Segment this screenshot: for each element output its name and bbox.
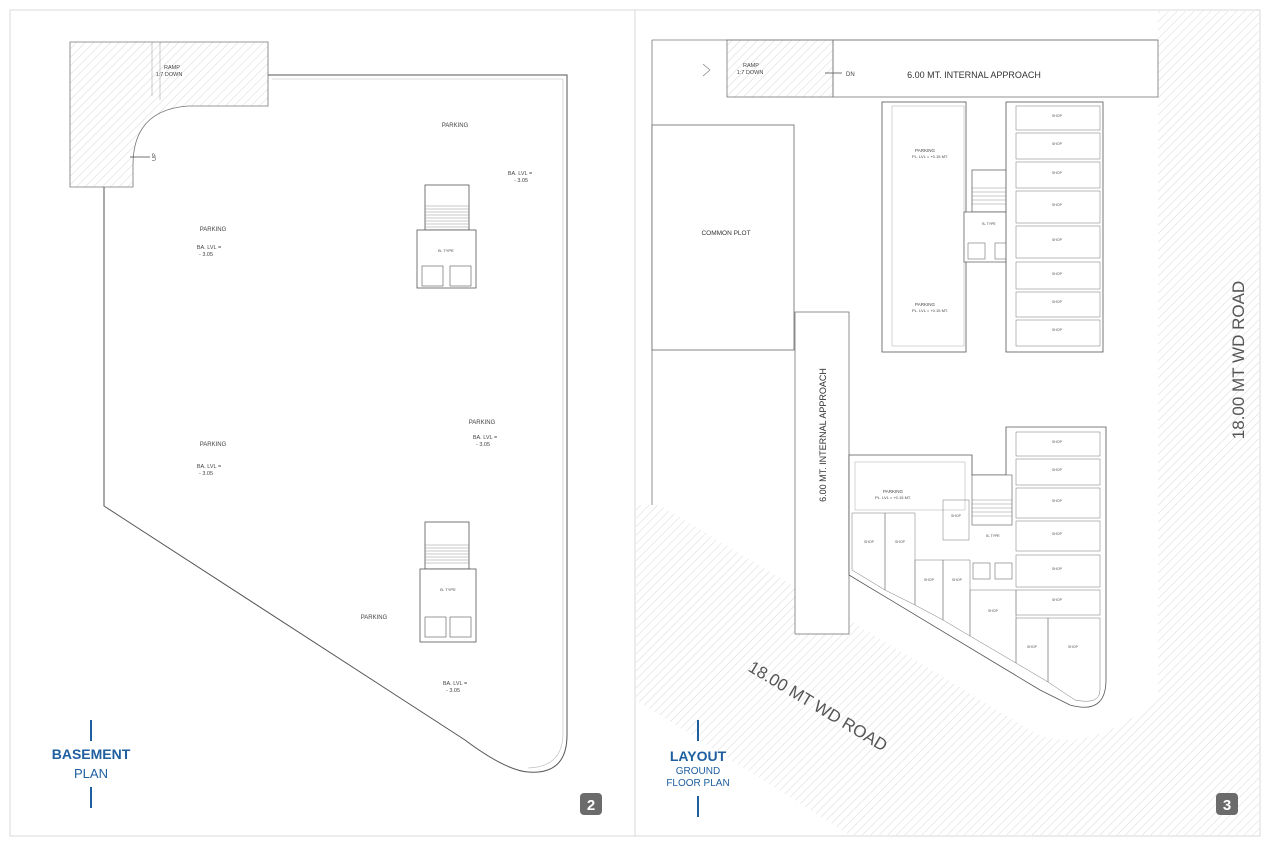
road-right-label: 18.00 MT WD ROAD [1229, 281, 1248, 439]
level-value: - 3.05 [199, 471, 213, 477]
dn-label: DN [846, 72, 855, 78]
shop-label: SHOP [1052, 468, 1063, 472]
right-road [1158, 11, 1259, 835]
diagonal-road [636, 505, 1158, 835]
parking-label: PARKING [200, 227, 227, 233]
shop-label: SHOP [1052, 114, 1063, 118]
common-plot-label: COMMON PLOT [701, 230, 750, 237]
parking-label: PARKING [200, 442, 227, 448]
page-number-badge [1216, 793, 1238, 815]
level-label: BA. LVL = [443, 681, 467, 687]
shop-label: SHOP [1052, 532, 1063, 536]
shop-label: SHOP [1052, 272, 1063, 276]
shop-label: SHOP [895, 540, 906, 544]
page-number: 3 [1223, 797, 1231, 814]
basement-ramp: RAMP 1:7 DOWN UP [69, 41, 269, 188]
level-label: BA. LVL = [508, 171, 532, 177]
caption-subtitle: FLOOR PLAN [666, 778, 729, 789]
level-label: BA. LVL = [197, 464, 221, 470]
stair-core: B- TYPE [416, 184, 477, 289]
level-value: - 3.05 [514, 178, 528, 184]
shop-label: SHOP [1068, 645, 1079, 649]
shop-label: SHOP [1052, 238, 1063, 242]
caption-subtitle: PLAN [74, 766, 108, 781]
layout-plan: 18.00 MT WD ROAD 18.00 MT WD ROAD RAMP 1… [636, 11, 1259, 835]
shop-label: SHOP [1052, 440, 1063, 444]
basement-outline [103, 74, 568, 773]
caption-subtitle: GROUND [676, 766, 720, 777]
internal-approach-top [832, 39, 1159, 98]
internal-approach-top-label: 6.00 MT. INTERNAL APPROACH [907, 70, 1041, 80]
shop-label: SHOP [988, 609, 999, 613]
level-value: - 3.05 [199, 252, 213, 258]
shop-label: SHOP [1052, 142, 1063, 146]
parking-level: PL. LVL = +0.15 MT. [912, 154, 948, 159]
parking-label: PARKING [883, 489, 903, 494]
page-number-badge [580, 793, 602, 815]
upper-block: PARKING PL. LVL = +0.15 MT. PARKING PL. … [881, 101, 1104, 353]
parking-label: PARKING [361, 615, 388, 621]
shop-label: SHOP [864, 540, 875, 544]
shop-label: SHOP [1052, 567, 1063, 571]
lift-icon [449, 265, 472, 287]
shop-label: SHOP [1027, 645, 1038, 649]
parking-label: PARKING [469, 420, 496, 426]
common-plot [651, 124, 795, 351]
shop-label: SHOP [1052, 203, 1063, 207]
shop-label: SHOP [952, 578, 963, 582]
lift-icon [972, 562, 991, 580]
parking-label: PARKING [442, 123, 469, 129]
shop-label: SHOP [924, 578, 935, 582]
stair-type-label: B- TYPE [982, 222, 996, 226]
internal-approach-vertical-label: 6.00 MT. INTERNAL APPROACH [818, 368, 828, 502]
caption-title: LAYOUT [670, 748, 727, 764]
shop-label: SHOP [1052, 598, 1063, 602]
shop-label: SHOP [1052, 171, 1063, 175]
caption-title: BASEMENT [52, 746, 131, 762]
layout-ramp-slope: 1:7 DOWN [737, 70, 764, 76]
basement-up-label: UP [152, 153, 158, 161]
lift-icon [424, 616, 447, 638]
lift-icon [421, 265, 444, 287]
lower-block: PARKING PL. LVL = +0.15 MT. [848, 426, 1107, 708]
level-value: - 3.05 [476, 442, 490, 448]
layout-ramp [726, 39, 834, 98]
internal-approach-vertical [794, 311, 850, 635]
shop-label: SHOP [951, 514, 962, 518]
parking-level: PL. LVL = +0.15 MT. [912, 308, 948, 313]
lift-icon [967, 242, 986, 260]
shop-label: SHOP [1052, 300, 1063, 304]
lift-icon [994, 562, 1013, 580]
level-value: - 3.05 [446, 688, 460, 694]
shop-label: SHOP [1052, 499, 1063, 503]
basement-ramp-label: RAMP [164, 65, 180, 71]
shop-label: SHOP [1052, 328, 1063, 332]
parking-level: PL. LVL = +0.15 MT. [875, 495, 911, 500]
lift-icon [449, 616, 472, 638]
stair-type-label: B- TYPE [440, 587, 456, 592]
parking-label: PARKING [915, 302, 935, 307]
stair-type-label: B- TYPE [438, 248, 454, 253]
page-number: 2 [587, 797, 595, 814]
parking-label: PARKING [915, 148, 935, 153]
layout-ramp-label: RAMP [743, 63, 759, 69]
level-label: BA. LVL = [473, 435, 497, 441]
stair-core: B- TYPE [419, 521, 477, 643]
basement-plan: RAMP 1:7 DOWN UP PARKING BA. LVL = - 3.0… [52, 41, 602, 815]
level-label: BA. LVL = [197, 245, 221, 251]
stair-type-label: B- TYPE [986, 534, 1000, 538]
basement-ramp-slope: 1:7 DOWN [156, 72, 183, 78]
